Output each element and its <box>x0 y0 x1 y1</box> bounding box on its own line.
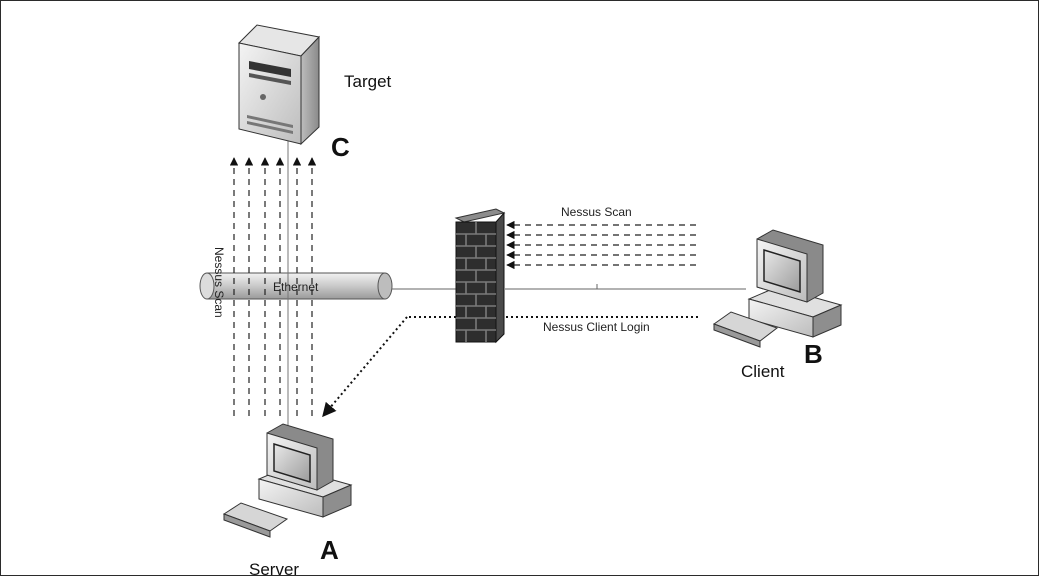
client-login-path <box>322 316 698 418</box>
nessus-scan-label: Nessus Scan <box>561 205 632 219</box>
target-label: Target <box>344 72 392 91</box>
client-label: Client <box>741 362 785 381</box>
server-label: Server <box>249 560 299 577</box>
nessus-scan-vertical-label: Nessus Scan <box>212 247 226 318</box>
ethernet-cable <box>199 272 393 300</box>
server-letter: A <box>320 535 339 565</box>
nessus-client-login-label: Nessus Client Login <box>543 320 650 334</box>
firewall-icon <box>454 208 506 344</box>
vertical-scan-arrows <box>229 157 317 416</box>
client-letter: B <box>804 339 823 369</box>
target-letter: C <box>331 132 350 162</box>
ethernet-label: Ethernet <box>273 280 319 294</box>
target-server-icon <box>237 24 320 146</box>
horizontal-scan-arrows <box>506 220 696 270</box>
client-computer-icon <box>712 229 843 348</box>
server-computer-icon <box>222 423 353 538</box>
